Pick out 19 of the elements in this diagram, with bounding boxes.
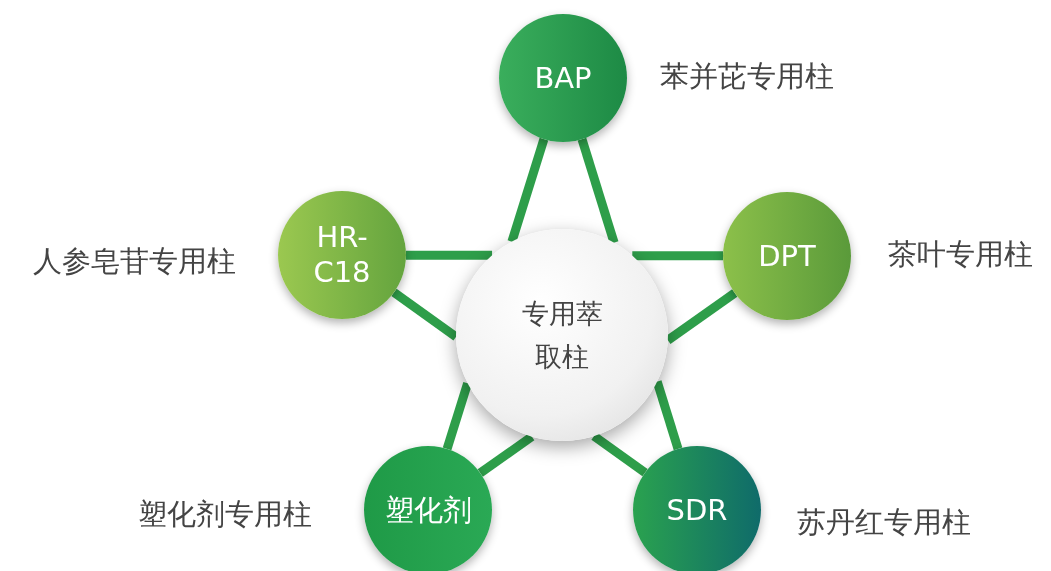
category-circle: HR-C18 — [278, 191, 406, 319]
connector-line — [406, 250, 493, 260]
circle-caption: 苏丹红专用柱 — [797, 504, 971, 541]
connector-line — [632, 251, 723, 261]
category-circle: DPT — [723, 192, 851, 320]
connector-line — [652, 380, 683, 451]
connector-line — [507, 137, 549, 243]
connector-line — [591, 432, 648, 477]
circle-caption: 苯并芘专用柱 — [660, 58, 834, 95]
category-circle: SDR — [633, 446, 761, 571]
connector-line — [577, 137, 619, 244]
center-circle: 专用萃取柱 — [456, 229, 668, 441]
connector-line — [477, 432, 535, 477]
circle-caption: 塑化剂专用柱 — [138, 496, 312, 533]
category-circle: 塑化剂 — [364, 446, 492, 571]
category-circle: BAP — [499, 14, 627, 142]
connector-line — [442, 381, 472, 451]
circle-caption: 人参皂苷专用柱 — [33, 243, 236, 280]
circle-caption: 茶叶专用柱 — [888, 236, 1033, 273]
